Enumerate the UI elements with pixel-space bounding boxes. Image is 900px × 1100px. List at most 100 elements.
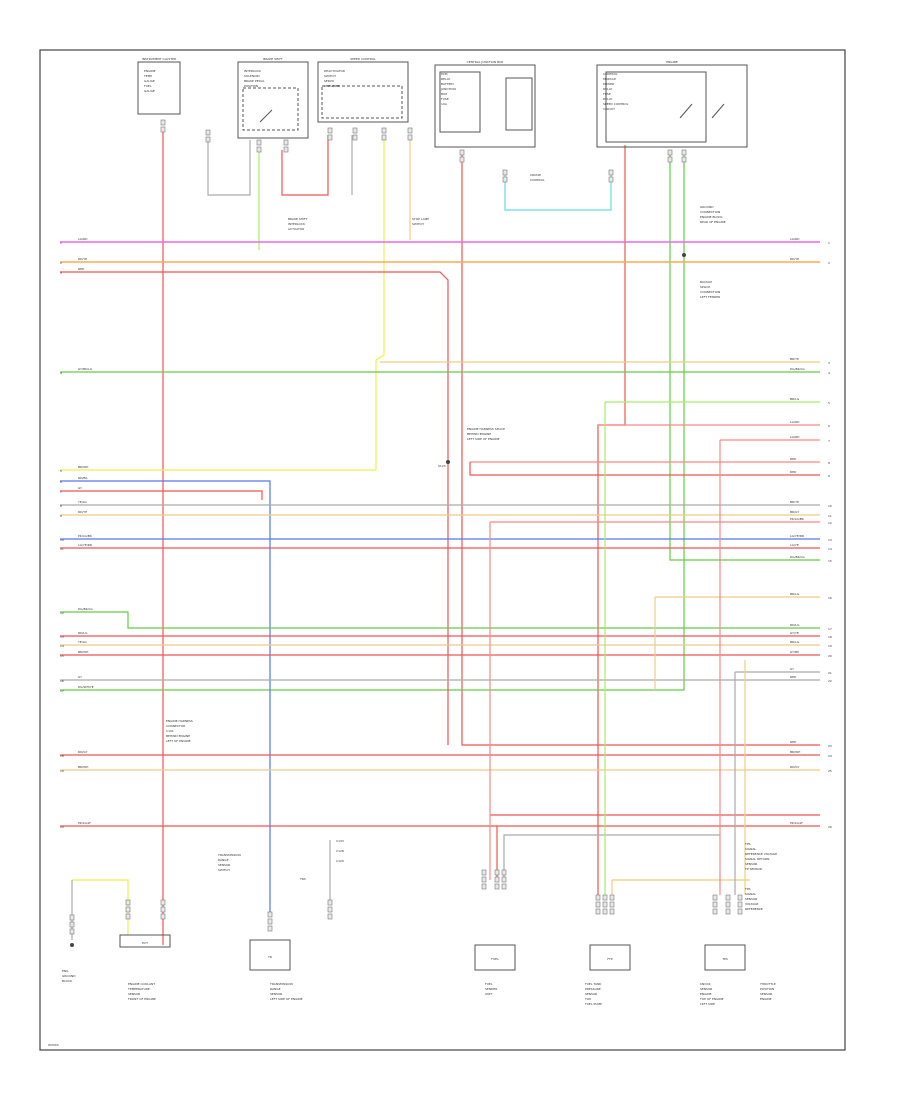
right-wire-label: LG/RD (790, 420, 800, 424)
bottom-label-fueltank: PRESSURE (585, 987, 601, 991)
splice-note-label: LEFT SIDE OF ENGINE (467, 437, 500, 441)
left-wire-label: DG/BK/LG (78, 607, 93, 611)
fuel-sender (474, 944, 516, 971)
bus-wire-3 (60, 271, 449, 745)
right-wire-label: BR/LG (790, 592, 800, 596)
top-connector (327, 134, 333, 141)
component-text-pdb: BATTERY (441, 82, 454, 86)
transmission-note: TRANSMISSION (217, 853, 241, 857)
left-wire-label: RED (78, 267, 85, 271)
top-connector (205, 136, 211, 143)
top-connector (160, 126, 166, 133)
top-connector (283, 139, 289, 146)
ground-left-label: ENG (62, 969, 69, 973)
left-wire-number: 9 (60, 514, 62, 518)
engine-harness-note: CONNECTOR (166, 724, 185, 728)
right-wire-number: 26 (828, 825, 832, 829)
component-text-pcmrelay: FUSE (603, 92, 611, 96)
component-pdb (434, 64, 536, 148)
right-wire-label: LG/YE (790, 543, 799, 547)
throttle-note-b: SIGNAL (745, 892, 756, 896)
trans-connector-note: C128 (336, 849, 344, 853)
right-wire-number: 20 (828, 654, 832, 658)
wire-fuel-loop (207, 140, 251, 196)
bottom-connector (125, 899, 131, 906)
right-wire-label: PK/LG/LT (790, 821, 803, 825)
top-connector (459, 149, 465, 156)
stop-lamp-label: STOP LAMP (412, 217, 429, 221)
wire-red-pcm (461, 150, 820, 746)
tr-sensor (249, 939, 291, 971)
bottom-connector (267, 918, 273, 925)
bottom-connector (595, 894, 601, 901)
relay-switch-contact (679, 103, 693, 119)
top-connector (681, 156, 687, 163)
left-wire-label: PK/LG/LT (78, 821, 91, 825)
bottom-label-fuel: FUEL (485, 982, 493, 986)
left-wire-number: 4 (60, 371, 62, 375)
transmission-note: RANGE (218, 858, 229, 862)
ect-sensor (119, 934, 171, 948)
pcm-relay-box (439, 71, 481, 133)
throttle-note-b: REFERENCE (745, 907, 763, 911)
engine-harness-note: BEHIND ENGINE (166, 734, 190, 738)
component-text-pdb: BOX (441, 92, 447, 96)
bus-wire-10 (469, 462, 820, 476)
bottom-label-knock: SENSOR (700, 987, 712, 991)
engine-harness-note: C101 (166, 729, 174, 733)
bottom-connector (160, 906, 166, 913)
shift-lock-label: ACTUATOR (288, 227, 304, 231)
right-wire-number: 2 (828, 261, 830, 265)
left-wire-number: 13 (60, 635, 64, 639)
left-wire-label: GY/BK/LG (78, 367, 93, 371)
top-connector (407, 134, 413, 141)
brake-switch-contact (259, 109, 273, 123)
right-wire-label: BR/GY (790, 510, 799, 514)
bottom-label-ect: TEMPERATURE (127, 987, 150, 991)
ground-note-label: CONNECTION (700, 210, 720, 214)
bottom-connector (602, 894, 608, 901)
component-text-spdcontrol: DEACTIVATOR (324, 69, 345, 73)
relay-switch-contact-2 (711, 103, 725, 119)
top-connector (205, 129, 211, 136)
right-wire-label: GY/YE (790, 631, 799, 635)
bottom-label-knock: KNOCK (700, 982, 712, 986)
component-text-pdb: PCM (441, 72, 448, 76)
component-text-pdb: FUSE (441, 97, 449, 101)
top-connector (352, 134, 358, 141)
bottom-connector (609, 894, 615, 901)
wire-relay-red (597, 145, 626, 895)
right-wire-label: RED (790, 457, 797, 461)
bottom-connector (327, 906, 333, 913)
component-cluster (137, 61, 181, 115)
labels-layer: INSTRUMENT CLUSTERENGINETEMPGAUGEFUELGAU… (60, 57, 832, 1006)
bottom-cap-ect: ECT (142, 941, 148, 945)
wire-relay-green-2 (60, 150, 685, 691)
left-wire-number: 3 (60, 271, 62, 275)
left-wire-label: DG/WH/YE (78, 685, 94, 689)
bottom-cap-throttle: TPS (721, 957, 728, 961)
left-wire-label: LG/YE/RD (78, 543, 93, 547)
left-wire-label: BR/WH (78, 465, 88, 469)
s-label: S123 (438, 464, 446, 468)
component-spdcontrol (317, 61, 409, 123)
ground-note-label: REAR OF ENGINE (700, 220, 726, 224)
right-wire-label: RED (790, 740, 797, 744)
top-connector (352, 127, 358, 134)
top-connector (407, 127, 413, 134)
component-text-spdcontrol: SWITCH (324, 74, 336, 78)
bottom-connector (69, 921, 75, 928)
component-title-spdcontrol: SPEED CONTROL (350, 57, 376, 61)
right-wire-label: LG/RD (790, 237, 800, 241)
bottom-label-ect: ENGINE COOLANT (128, 982, 155, 986)
right-wire-number: 6 (828, 424, 830, 428)
cruise-label: CRUISE (530, 173, 541, 177)
bottom-label-throttle: SENSOR (760, 992, 772, 996)
bottom-connector (602, 901, 608, 908)
right-wire-label: LG/RD (790, 435, 800, 439)
left-wire-number: 12 (60, 611, 64, 615)
bottom-connector (725, 908, 731, 915)
left-wire-label: GY (78, 675, 82, 679)
bottom-connector (737, 901, 743, 908)
engine-harness-note: ENGINE HARNESS (166, 719, 193, 723)
